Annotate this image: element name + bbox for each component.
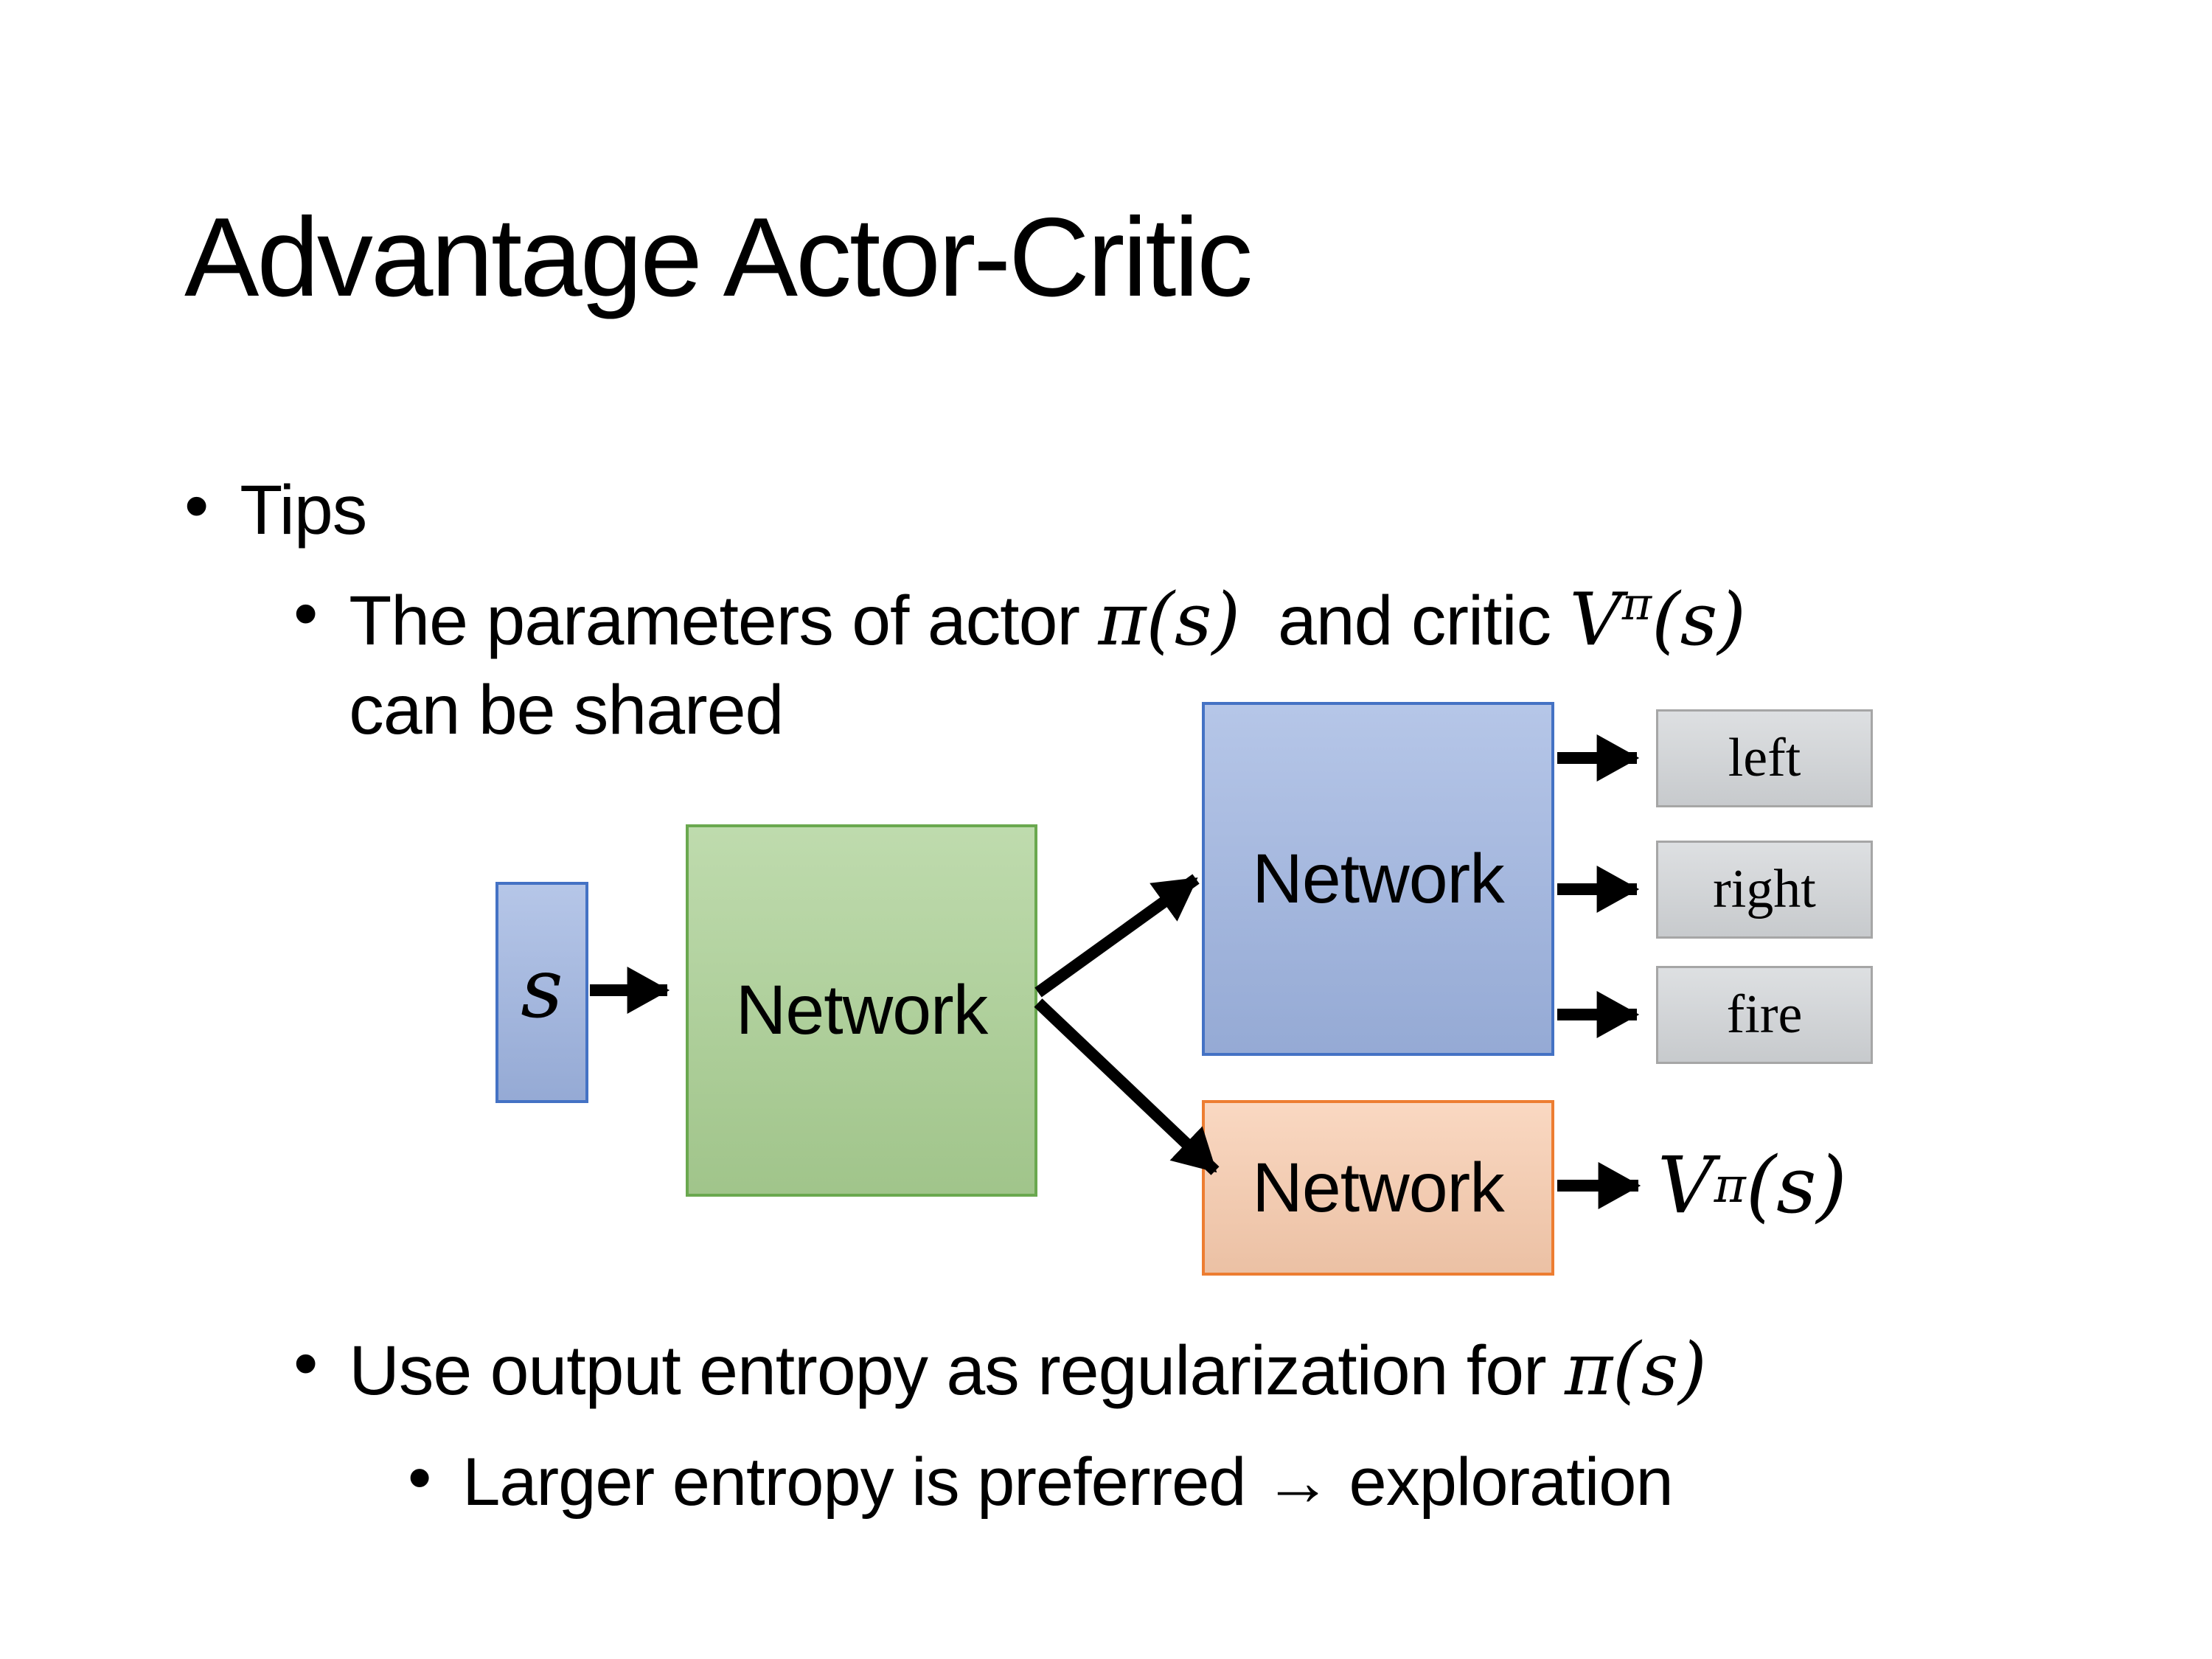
math-v: V xyxy=(1658,1140,1714,1231)
bullet-marker: • xyxy=(293,1324,319,1402)
arrow-shared-to-critic-icon xyxy=(1034,998,1220,1175)
math-pi-s: π(s) xyxy=(1565,1327,1707,1412)
math-pi-superscript: π xyxy=(1621,578,1652,631)
arrow-shared-to-actor-icon xyxy=(1034,874,1200,998)
bullet-larger-entropy-text: Larger entropy is preferred → exploratio… xyxy=(462,1444,1673,1520)
diagram-actor-network-box: Network xyxy=(1202,702,1554,1056)
actor-network-label: Network xyxy=(1252,839,1504,918)
bullet-marker: • xyxy=(408,1440,432,1515)
bullet-line2: can be shared xyxy=(349,671,784,750)
bullet-marker: • xyxy=(293,574,319,653)
math-v-pi-s: Vπ(s) xyxy=(1570,577,1746,662)
math-pi-s: π(s) xyxy=(1098,577,1241,662)
bullet-text-segment: Use output entropy as regularization for xyxy=(349,1332,1565,1410)
diagram-critic-network-box: Network xyxy=(1202,1100,1554,1276)
diagram-state-box: s xyxy=(495,882,588,1103)
action-label-right: right xyxy=(1713,859,1816,919)
bullet-parameters-shared: • The parameters of actor π(s) and criti… xyxy=(293,574,2078,755)
shared-network-label: Network xyxy=(735,971,988,1049)
critic-network-label: Network xyxy=(1252,1148,1504,1227)
math-args: (s) xyxy=(1652,577,1746,662)
math-args: (s) xyxy=(1745,1140,1847,1231)
diagram-action-box-right: right xyxy=(1656,841,1873,939)
bullet-text-segment: and critic xyxy=(1240,582,1570,660)
bullet-entropy-regularization-text: Use output entropy as regularization for… xyxy=(349,1324,1707,1416)
bullet-entropy-regularization: • Use output entropy as regularization f… xyxy=(293,1324,2100,1416)
diagram-action-box-left: left xyxy=(1656,709,1873,807)
state-label: s xyxy=(521,941,563,1037)
math-v: V xyxy=(1569,577,1622,662)
bullet-tips-label: Tips xyxy=(240,471,367,549)
bullet-marker: • xyxy=(184,467,209,545)
bullet-parameters-shared-text: The parameters of actor π(s) and critic … xyxy=(349,574,1746,755)
bullet-text-segment: The parameters of actor xyxy=(349,582,1099,660)
bullet-tips: • Tips xyxy=(184,466,367,555)
action-label-fire: fire xyxy=(1726,984,1803,1045)
diagram-shared-network-box: Network xyxy=(686,824,1037,1197)
diagram-action-box-fire: fire xyxy=(1656,966,1873,1064)
bullet-larger-entropy: • Larger entropy is preferred → explorat… xyxy=(408,1439,2104,1526)
action-label-left: left xyxy=(1728,728,1801,788)
slide-title: Advantage Actor-Critic xyxy=(184,195,1253,320)
